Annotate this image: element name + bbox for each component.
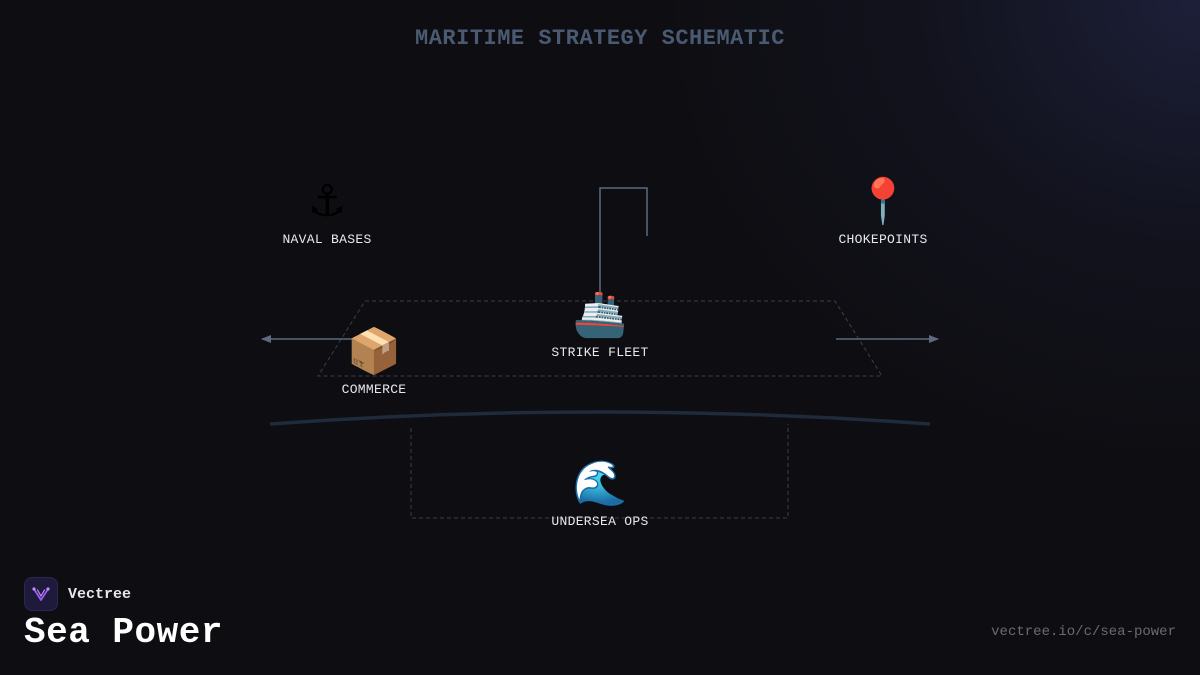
wave-icon: 🌊 [572, 458, 628, 509]
package-icon: 📦 [346, 326, 402, 377]
map-pin-icon: 📍 [855, 176, 911, 227]
node-chokepoints: 📍 CHOKEPOINTS [793, 176, 973, 247]
node-label: UNDERSEA OPS [551, 514, 649, 529]
brand-name: Vectree [68, 585, 132, 603]
anchor-icon: ⚓ [307, 176, 347, 227]
brand[interactable]: Vectree [24, 577, 131, 611]
node-undersea-ops: 🌊 UNDERSEA OPS [510, 458, 690, 529]
node-label: STRIKE FLEET [551, 345, 649, 360]
footer-url[interactable]: vectree.io/c/sea-power [991, 624, 1176, 640]
node-strike-fleet: 🚢 STRIKE FLEET [510, 289, 690, 360]
command-link-line [599, 187, 648, 296]
vectree-logo-icon [24, 577, 58, 611]
ship-icon: 🚢 [572, 289, 628, 340]
page-heading: Sea Power [24, 612, 223, 653]
node-label: COMMERCE [341, 382, 407, 397]
undersea-zone-outline [410, 424, 789, 519]
node-commerce: 📦 COMMERCE [284, 326, 464, 397]
node-label: NAVAL BASES [282, 232, 372, 247]
diagram-title: MARITIME STRATEGY SCHEMATIC [415, 26, 785, 51]
node-label: CHOKEPOINTS [838, 232, 928, 247]
sea-surface-arc [269, 410, 931, 426]
node-naval-bases: ⚓ NAVAL BASES [237, 176, 417, 247]
